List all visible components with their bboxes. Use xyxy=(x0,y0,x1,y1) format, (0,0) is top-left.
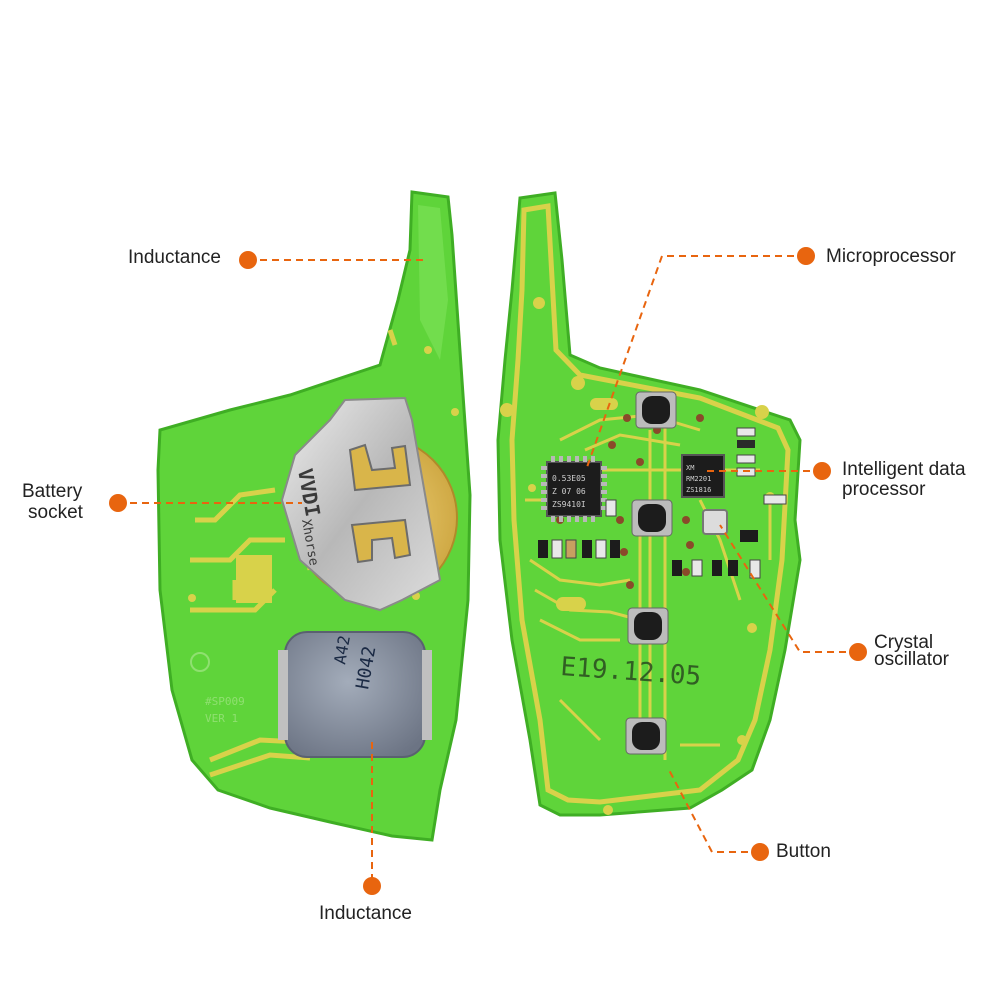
dot-crystal-oscillator xyxy=(849,643,867,661)
left-pcb: #SP009 VER 1 VVDI Xhorse A42 H042 xyxy=(156,190,472,842)
label-crystal-1: Crystal xyxy=(874,632,934,653)
dp-marking-3: ZS1816 xyxy=(686,486,711,494)
leader-microprocessor xyxy=(585,255,806,471)
label-button: Button xyxy=(776,841,831,862)
label-battery-socket-2: socket xyxy=(28,502,83,523)
label-inductance-bottom: Inductance xyxy=(319,903,412,924)
dot-inductance-bottom xyxy=(363,877,381,895)
dot-data-processor xyxy=(813,462,831,480)
data-processor-chip: XM RM2201 ZS1816 xyxy=(681,454,725,498)
leader-button xyxy=(667,767,760,853)
inductor-marking-1: A42 xyxy=(330,634,354,666)
right-pcb: 0.53E05 Z 07 06 ZS9410I XM RM2201 ZS1816 xyxy=(496,191,802,817)
label-battery-socket-1: Battery xyxy=(22,481,83,502)
board-id-marking: #SP009 xyxy=(205,695,245,708)
battery-socket: VVDI Xhorse xyxy=(280,396,442,612)
callout-dots xyxy=(109,247,867,895)
mcu-marking-1: 0.53E05 xyxy=(552,474,586,483)
tactile-buttons xyxy=(625,391,677,755)
leader-crystal-oscillator xyxy=(719,524,858,653)
dp-marking-2: RM2201 xyxy=(686,475,711,483)
label-inductance-top: Inductance xyxy=(128,247,221,268)
button-3 xyxy=(627,607,669,645)
mcu-marking-3: ZS9410I xyxy=(552,500,586,509)
button-4 xyxy=(625,717,667,755)
mcu-marking-2: Z 07 06 xyxy=(552,487,586,496)
label-data-processor-2: processor xyxy=(842,479,926,500)
label-microprocessor: Microprocessor xyxy=(826,246,956,267)
dot-microprocessor xyxy=(797,247,815,265)
button-1 xyxy=(635,391,677,429)
button-2 xyxy=(631,499,673,537)
dp-marking-1: XM xyxy=(686,464,694,472)
inductor: A42 H042 xyxy=(278,631,432,758)
version-marking: VER 1 xyxy=(205,712,238,725)
microprocessor-chip: 0.53E05 Z 07 06 ZS9410I xyxy=(541,456,607,522)
label-data-processor-1: Intelligent data xyxy=(842,459,966,480)
dot-inductance-top xyxy=(239,251,257,269)
dot-button xyxy=(751,843,769,861)
callout-lines xyxy=(118,255,858,886)
label-crystal-2: oscillator xyxy=(874,649,949,670)
crystal-oscillator xyxy=(702,509,728,535)
dot-battery-socket xyxy=(109,494,127,512)
